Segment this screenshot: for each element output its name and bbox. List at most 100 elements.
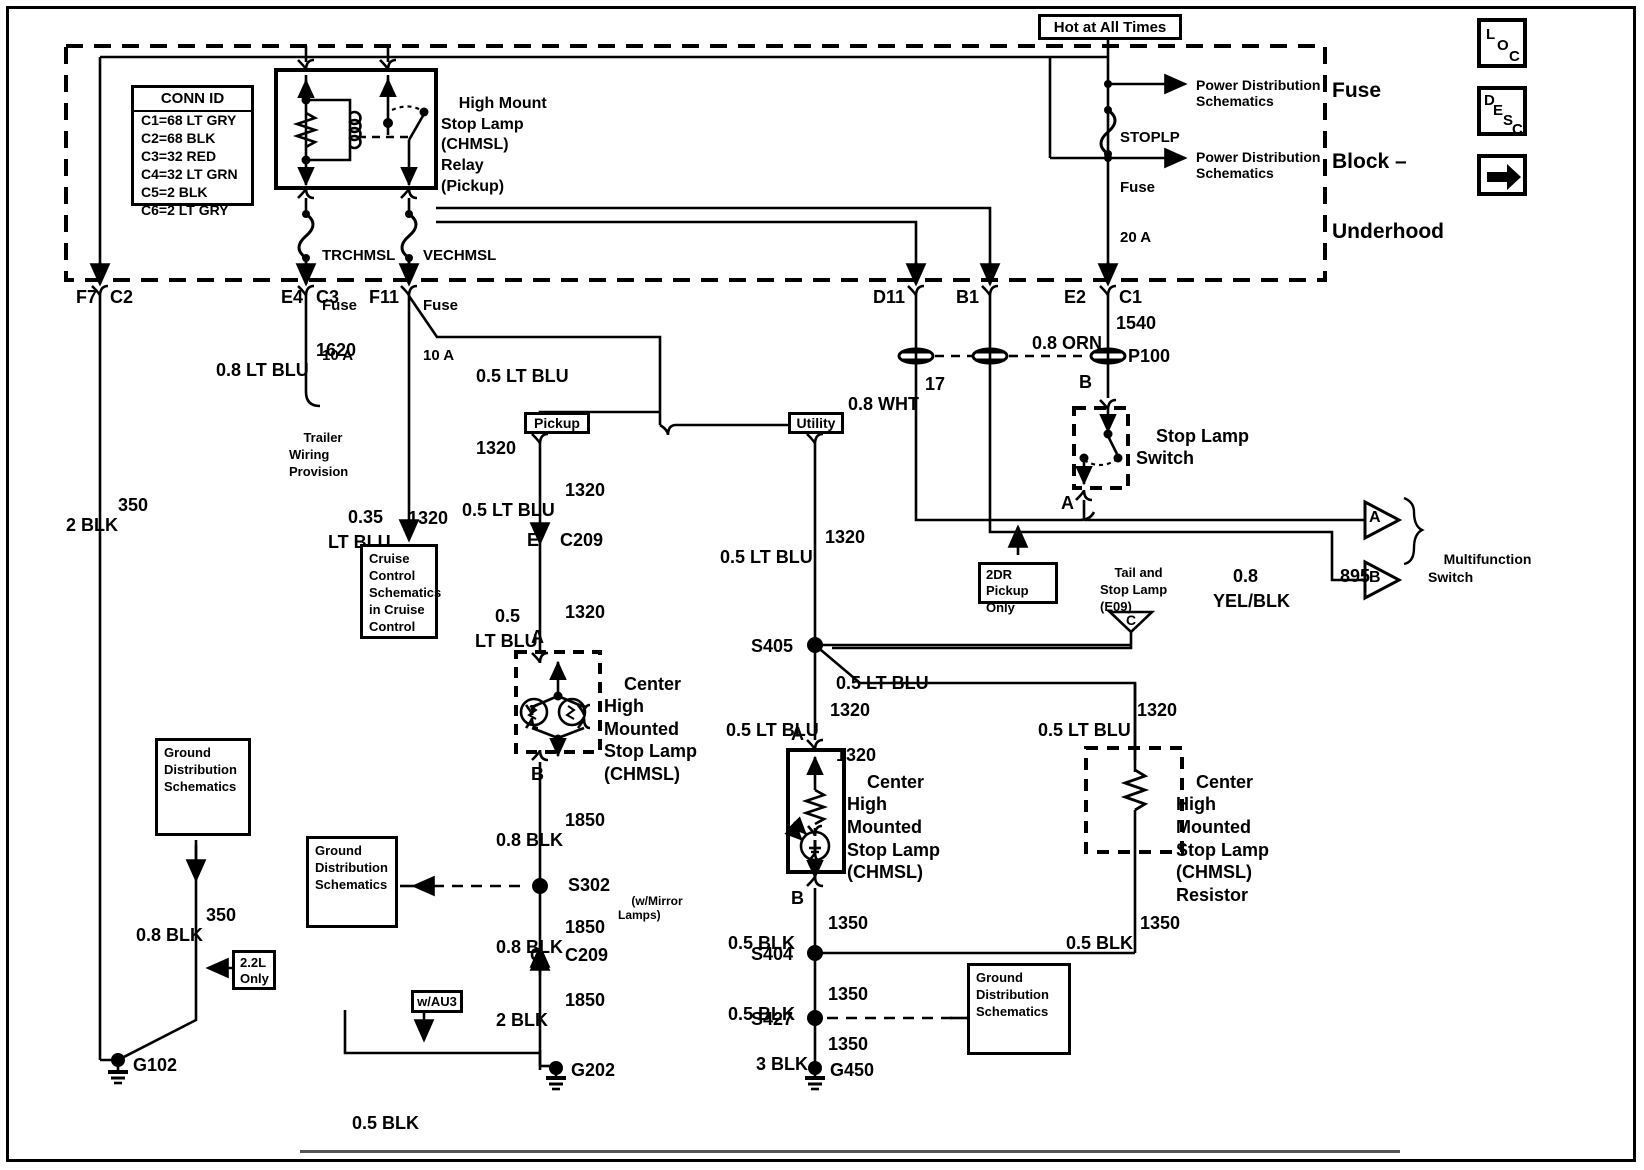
utility-tag: Utility (788, 412, 844, 434)
next-button[interactable] (1477, 154, 1527, 196)
wire-circuit-1320-utility-lower: 1320 (830, 700, 871, 720)
chmsl-utility-label: Center High Mounted Stop Lamp (CHMSL) (847, 771, 940, 883)
2dr-pickup-only-tag: 2DR Pickup Only (978, 562, 1058, 615)
chmsl-relay-label: High Mount Stop Lamp (CHMSL) Relay (Pick… (441, 94, 547, 195)
s302-label: S302 (568, 875, 611, 895)
wire-circuit-1320-utility: 1320 (825, 527, 866, 547)
wire-label-2-blk-1850: 2 BLK 0.5 BLK 1350 (352, 1112, 420, 1133)
pin-d11: D11 (873, 287, 906, 307)
wire-label-08-blk-1850-a: 0.8 BLK (496, 830, 564, 851)
wire-label-3-blk-1350: 3 BLK (756, 1054, 809, 1075)
wire-label-05-blk-1350-b: 0.5 BLK (728, 1004, 796, 1025)
wire-circuit-1850-b: 1850 (565, 917, 606, 937)
conn-id-table: CONN ID C1=68 LT GRY C2=68 BLK C3=32 RED… (131, 85, 254, 218)
wire-circuit-1320-pickup: 1320 (565, 480, 606, 500)
pin-c1: C1 (1119, 287, 1143, 307)
desc-letter-d: D (1484, 92, 1495, 109)
pin-e2: E2 (1064, 287, 1087, 307)
diagram-border (6, 6, 1636, 1162)
wire-label-05-ltblu-1320-top: 0.5 LT BLU 1320 (476, 365, 569, 459)
ground-distribution-ref-1[interactable]: Ground Distribution Schematics (155, 738, 251, 836)
s302-note: (w/Mirror Lamps) (618, 893, 683, 923)
conn-id-row: C6=2 LT GRY (141, 201, 229, 218)
tail-stop-lamp-ref-letter: C (1126, 612, 1137, 628)
trailer-wiring-provision-label: Trailer Wiring Provision (289, 430, 349, 480)
chmsl-utility-pin-b: B (791, 888, 804, 908)
p100-label: P100 (1128, 346, 1171, 366)
fuse-trchmsl-label: TRCHMSL Fuse 10 A (322, 246, 396, 365)
ground-distribution-ref-3[interactable]: Ground Distribution Schematics (967, 963, 1071, 1055)
chmsl-pickup-label: Center High Mounted Stop Lamp (CHMSL) (604, 673, 697, 784)
conn-id-header: CONN ID (134, 88, 251, 112)
conn-id-row: C3=32 RED (141, 147, 217, 164)
wire-circuit-895: 895 (1340, 566, 1371, 586)
loc-letter-o: O (1497, 37, 1509, 54)
desc-button[interactable]: D E S C (1477, 86, 1527, 138)
conn-id-row: C1=68 LT GRY (141, 112, 237, 128)
conn-id-row: C4=32 LT GRN (141, 165, 238, 182)
pin-f7: F7 (76, 287, 98, 307)
cruise-control-schematics-ref[interactable]: Cruise Control Schematics in Cruise Cont… (360, 544, 441, 639)
conn-id-row: C5=2 BLK (141, 183, 208, 200)
stop-lamp-switch-pin-a: A (1061, 493, 1074, 513)
loc-button[interactable]: L O C (1477, 18, 1527, 68)
s427-label: S427 (751, 1009, 794, 1029)
arrow-right-icon (1487, 164, 1521, 190)
wire-label-08-blk-350: 0.8 BLK (136, 925, 204, 946)
pin-b1: B1 (956, 287, 980, 307)
wire-label-2-blk-350: 2 BLK (66, 515, 119, 536)
bottom-scan-artifact (300, 1150, 1400, 1153)
wire-circuit-1350-a: 1350 (828, 913, 869, 933)
ground-g450-label: G450 (830, 1060, 875, 1080)
wire-label-05-blk-1350-a: 0.5 BLK (728, 933, 796, 954)
wire-circuit-1350-right: 1350 (1140, 913, 1181, 933)
pin-c3: C3 (316, 287, 340, 307)
loc-letter-l: L (1486, 26, 1496, 43)
c209-upper-pin: E (527, 530, 540, 550)
chmsl-pickup-pin-a: A (531, 627, 544, 647)
desc-letter-s: S (1503, 112, 1514, 129)
fuse-vechmsl-label: VECHMSL Fuse 10 A (423, 246, 497, 365)
22l-only-tag: 2.2L Only (232, 950, 276, 990)
wire-label-08-ltblu-1620: 0.8 LT BLU (216, 360, 309, 381)
wire-label-05-ltblu-1320-pickup: 0.5 LT BLU (462, 500, 555, 521)
hot-at-all-times-tag: Hot at All Times (1038, 14, 1182, 40)
desc-letter-e: E (1493, 102, 1504, 119)
chmsl-utility-pin-a: A (791, 724, 804, 744)
stop-lamp-switch-label: Stop Lamp Switch (1136, 425, 1250, 469)
desc-letter-c: C (1512, 121, 1523, 138)
wire-label-05-blk-1350-right: 0.5 BLK (1066, 933, 1134, 954)
w-au3-tag: w/AU3 (411, 990, 463, 1013)
wire-label-05-ltblu-1320-resistor: 0.5 LT BLU (1038, 720, 1131, 741)
wire-circuit-1320-resistor: 1320 (1137, 700, 1178, 720)
wire-circuit-1540: 1540 (1116, 313, 1157, 333)
pin-e4: E4 (281, 287, 304, 307)
ground-g202-label: G202 (571, 1060, 616, 1080)
c209-upper: C209 (560, 530, 604, 550)
ground-g102-label: G102 (133, 1055, 178, 1075)
ground-distribution-ref-2[interactable]: Ground Distribution Schematics (306, 836, 398, 928)
tail-and-stop-lamp-label: Tail and Stop Lamp (E09) (1100, 564, 1168, 614)
loc-letter-c: C (1509, 48, 1520, 65)
wire-circuit-1320-pickup-lower: 1320 (565, 602, 606, 622)
wire-label-08-blk-1850-c: 2 BLK (496, 1010, 549, 1031)
wire-circuit-1850-c: 1850 (565, 990, 606, 1010)
chmsl-resistor-label: Center High Mounted Stop Lamp (CHMSL) Re… (1176, 771, 1269, 906)
fuse-stoplp-label: STOPLP Fuse 20 A (1120, 128, 1180, 247)
s405-label: S405 (751, 636, 794, 656)
wire-circuit-350-gnd: 350 (206, 905, 237, 925)
wire-circuit-1320-cruise: 1320 (408, 508, 449, 528)
wire-label-08-orn-1540: 0.8 ORN (1032, 333, 1103, 354)
chmsl-pickup-pin-b: B (531, 764, 544, 784)
wire-label-05-ltblu-1320-utility: 0.5 LT BLU (720, 547, 813, 568)
wire-circuit-1350-3blk: 1350 (828, 1034, 869, 1054)
pin-c2: C2 (110, 287, 134, 307)
pin-f11: F11 (369, 287, 400, 307)
wire-label-05-ltblu-1320-pickup-lower: 0.5 LT BLU (475, 606, 538, 651)
wire-label-08-wht-17: 0.8 WHT (848, 394, 920, 415)
c209-lower: C209 (565, 945, 609, 965)
wire-label-05-ltblu-1320-utility-lower: 0.5 LT BLU (726, 720, 819, 741)
wire-label-08-blk-1850-b: 0.8 BLK (496, 937, 564, 958)
